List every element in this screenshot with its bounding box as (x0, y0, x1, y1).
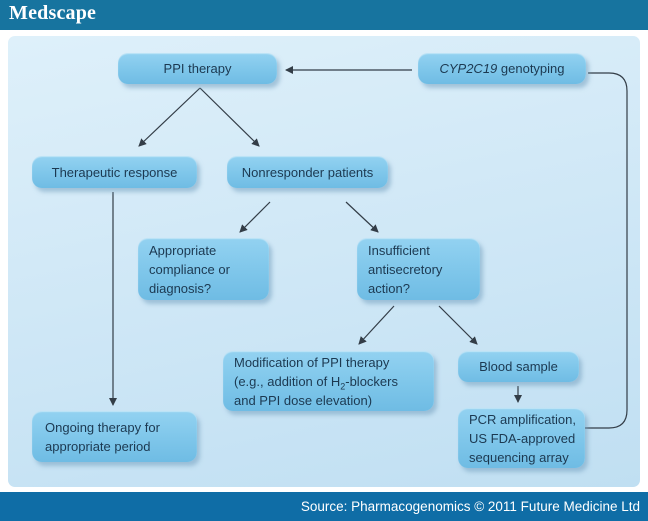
node-cyp2c19-genotyping: CYP2C19 genotyping (418, 53, 586, 84)
arrow-nonresponder-to-appropriate (239, 201, 271, 233)
node-modification-line-2: (e.g., addition of H2-blockers (234, 373, 398, 392)
flowchart-panel: PPI therapy CYP2C19 genotyping Therapeut… (8, 36, 640, 487)
node-appropriate-line-2: compliance or (149, 261, 230, 277)
medscape-header-bar: Medscape (0, 0, 648, 30)
node-modification-line-3: and PPI dose elevation) (234, 392, 373, 408)
node-ppi-therapy: PPI therapy (118, 53, 277, 84)
node-pcr-line-2: US FDA-approved (469, 430, 576, 446)
node-appropriate-line-1: Appropriate (149, 242, 217, 258)
node-pcr-line-3: sequencing array (469, 449, 569, 465)
node-therapeutic-response: Therapeutic response (32, 156, 197, 188)
arrow-nonresponder-to-insufficient (345, 201, 379, 233)
node-appropriate-line-3: diagnosis? (149, 280, 212, 296)
node-appropriate-compliance: Appropriate compliance or diagnosis? (138, 238, 269, 300)
source-attribution: Source: Pharmacogenomics © 2011 Future M… (300, 499, 640, 514)
node-cyp2c19-genotyping-label: CYP2C19 genotyping (439, 61, 565, 76)
node-blood-sample-label: Blood sample (479, 359, 558, 374)
arrow-ppi-to-nonresponder (199, 87, 260, 147)
node-therapeutic-response-label: Therapeutic response (51, 164, 178, 180)
node-modification-line-1: Modification of PPI therapy (234, 354, 390, 370)
node-nonresponder-patients: Nonresponder patients (227, 156, 388, 188)
source-footer-bar: Source: Pharmacogenomics © 2011 Future M… (0, 492, 648, 521)
arrow-insufficient-to-modification (358, 305, 395, 345)
node-ongoing-line-1: Ongoing therapy for (45, 419, 160, 435)
connector-pcr-to-genotyping (584, 72, 628, 429)
node-nonresponder-patients-label: Nonresponder patients (241, 164, 374, 180)
node-pcr-line-1: PCR amplification, (469, 411, 576, 427)
node-ongoing-therapy: Ongoing therapy for appropriate period (32, 411, 197, 462)
node-ongoing-line-2: appropriate period (45, 438, 151, 454)
node-blood-sample: Blood sample (458, 351, 579, 382)
node-insufficient-line-2: antisecretory (368, 261, 443, 277)
arrow-ppi-to-therapeutic (138, 87, 201, 147)
medscape-logo: Medscape (9, 2, 97, 24)
node-insufficient-antisecretory: Insufficient antisecretory action? (357, 238, 480, 300)
node-modification-ppi-therapy: Modification of PPI therapy (e.g., addit… (223, 351, 434, 411)
node-ppi-therapy-label: PPI therapy (163, 61, 232, 76)
node-insufficient-line-3: action? (368, 280, 410, 296)
node-pcr-amplification: PCR amplification, US FDA-approved seque… (458, 408, 585, 468)
flowchart-arrows (109, 66, 628, 429)
node-insufficient-line-1: Insufficient (368, 242, 430, 258)
arrow-insufficient-to-blood (438, 305, 478, 345)
